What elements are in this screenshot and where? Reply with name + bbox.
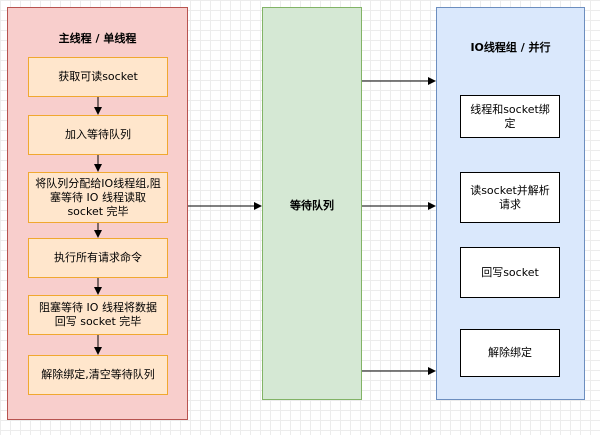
wait-queue-panel — [262, 7, 362, 400]
io-step-read-parse: 读socket并解析请求 — [460, 172, 560, 223]
io-step-bind-socket: 线程和socket绑定 — [460, 95, 560, 138]
step-get-readable-socket: 获取可读socket — [28, 57, 168, 97]
step-execute-commands: 执行所有请求命令 — [28, 238, 168, 278]
wait-queue-label: 等待队列 — [290, 199, 334, 212]
step-unbind-clear-queue: 解除绑定,清空等待队列 — [28, 355, 168, 395]
io-step-write-back: 回写socket — [460, 247, 560, 298]
io-step-unbind: 解除绑定 — [460, 329, 560, 377]
io-group-title: IO线程组 / 并行 — [470, 41, 551, 54]
step-add-to-queue: 加入等待队列 — [28, 115, 168, 155]
main-thread-title: 主线程 / 单线程 — [58, 32, 137, 45]
step-wait-write-back: 阻塞等待 IO 线程将数据回写 socket 完毕 — [28, 295, 168, 335]
step-dispatch-to-io-threads: 将队列分配给IO线程组,阻塞等待 IO 线程读取 socket 完毕 — [28, 172, 168, 223]
